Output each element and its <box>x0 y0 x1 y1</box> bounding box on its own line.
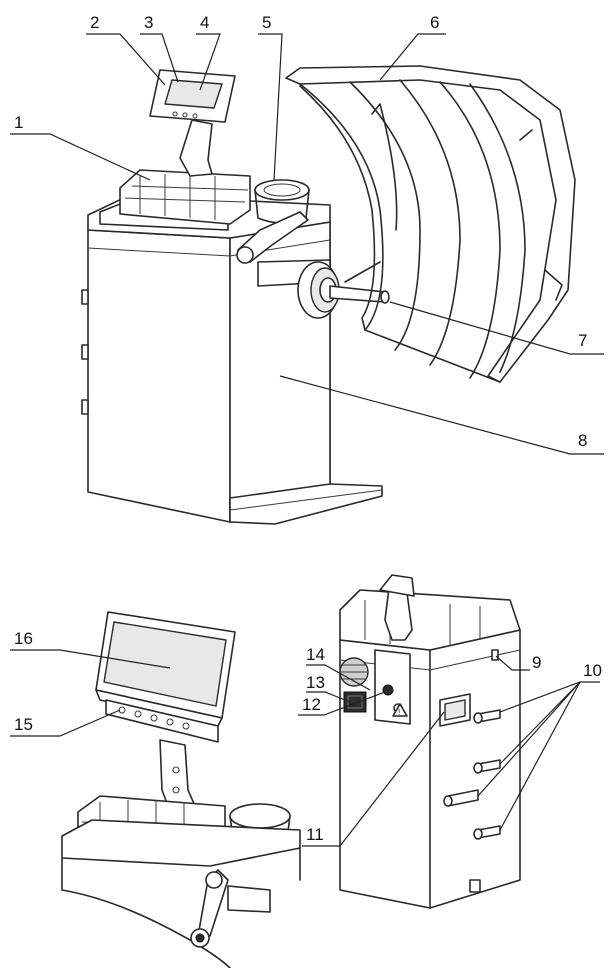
callout-labels: 1 2 3 4 5 6 7 8 9 10 11 12 13 14 15 16 <box>14 13 602 844</box>
ground-screw <box>491 649 499 661</box>
label-3: 3 <box>144 13 153 32</box>
svg-text:!: ! <box>398 708 400 717</box>
label-13: 13 <box>306 673 325 692</box>
main-switch <box>439 693 471 727</box>
monitor-small <box>149 69 236 177</box>
label-7: 7 <box>578 331 587 350</box>
label-16: 16 <box>14 629 33 648</box>
label-12: 12 <box>302 695 321 714</box>
base-plate <box>229 483 383 525</box>
machine-front-view <box>81 65 576 525</box>
label-15: 15 <box>14 715 33 734</box>
large-monitor <box>95 611 236 727</box>
label-2: 2 <box>90 13 99 32</box>
monitor-stand <box>159 739 196 807</box>
rear-foot <box>469 879 481 893</box>
label-14: 14 <box>306 645 325 664</box>
label-11: 11 <box>306 825 324 844</box>
label-9: 9 <box>532 653 541 672</box>
machine-monitor-view <box>61 611 301 968</box>
weight-tray <box>119 169 251 225</box>
wheel-guard <box>285 65 576 383</box>
label-10: 10 <box>583 661 602 680</box>
label-1: 1 <box>14 113 23 132</box>
warning-sign: ! <box>392 703 408 717</box>
lower-cabinet <box>61 819 301 968</box>
label-8: 8 <box>578 431 587 450</box>
label-5: 5 <box>262 13 271 32</box>
callout-lines <box>10 33 604 847</box>
fan-grille <box>339 657 369 687</box>
power-socket <box>343 691 367 713</box>
flange-shaft <box>297 261 390 319</box>
rear-arm <box>379 574 415 641</box>
cabinet-body <box>81 204 331 523</box>
machine-rear-view: ! <box>339 574 521 909</box>
control-panel <box>105 699 219 743</box>
lower-arm <box>190 869 271 948</box>
rear-top <box>339 589 521 651</box>
label-6: 6 <box>430 13 439 32</box>
label-4: 4 <box>200 13 209 32</box>
weight-pins <box>443 709 501 840</box>
power-plug <box>382 684 394 696</box>
